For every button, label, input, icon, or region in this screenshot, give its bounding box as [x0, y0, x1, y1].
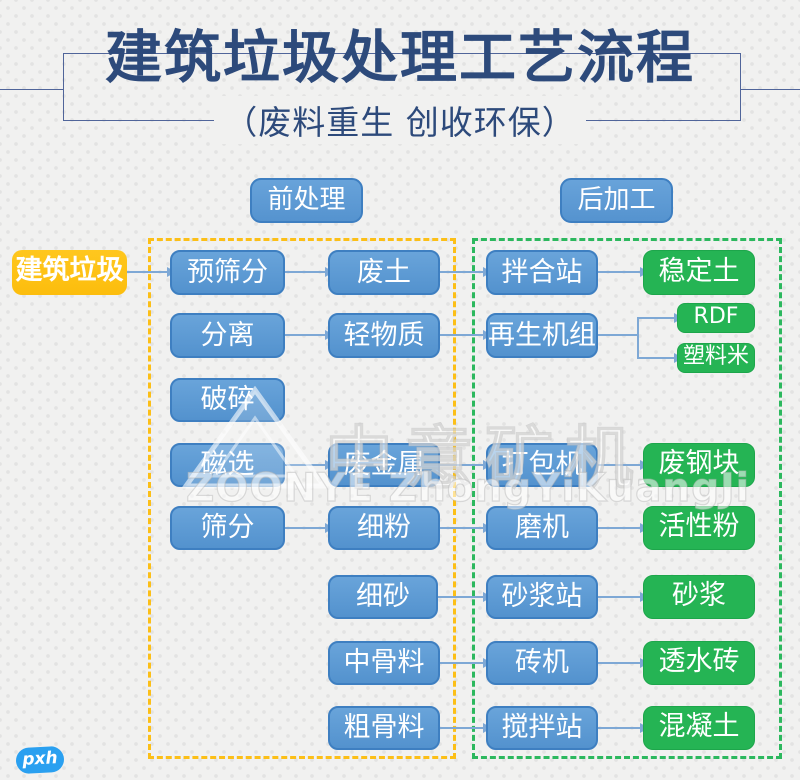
node-rdf: RDF	[677, 303, 755, 333]
node-stabilized-soil: 稳定土	[643, 250, 755, 295]
flow-connector-line	[598, 596, 641, 598]
section-header-pre-processing: 前处理	[250, 178, 363, 223]
node-grinding-mill: 磨机	[486, 506, 598, 550]
node-waste-soil: 废土	[328, 250, 440, 295]
node-brick-machine: 砖机	[486, 641, 598, 685]
flow-connector-line	[285, 527, 326, 529]
node-mortar-station: 砂浆站	[486, 575, 598, 619]
flow-connector-line	[598, 662, 641, 664]
node-mortar: 砂浆	[643, 575, 755, 619]
node-active-powder: 活性粉	[643, 506, 755, 550]
node-baler: 打包机	[486, 443, 598, 487]
flow-connector-line	[440, 527, 484, 529]
flow-connector-line	[127, 271, 168, 273]
flow-connector-line	[637, 317, 675, 319]
author-badge: pxh	[15, 745, 65, 775]
node-scrap-metal: 废金属	[328, 443, 440, 487]
flow-connector-line	[285, 334, 326, 336]
flow-connector-line	[440, 271, 484, 273]
page-subtitle-wrap: （废料重生 创收环保）	[0, 96, 800, 144]
node-light-material: 轻物质	[328, 313, 440, 358]
node-construction-waste: 建筑垃圾	[12, 250, 127, 295]
flow-connector-line	[598, 334, 638, 336]
flow-connector-line	[637, 357, 675, 359]
title-rule-right	[740, 89, 800, 90]
node-scrap-steel-block: 废钢块	[643, 443, 755, 487]
pre-processing-region	[148, 238, 456, 759]
node-fine-powder: 细粉	[328, 506, 440, 550]
flow-connector-line	[598, 727, 641, 729]
node-mixing-plant: 搅拌站	[486, 706, 598, 750]
node-pre-screening: 预筛分	[170, 250, 285, 295]
page-title: 建筑垃圾处理工艺流程	[105, 25, 695, 91]
flow-connector-line	[285, 464, 326, 466]
node-permeable-brick: 透水砖	[643, 641, 755, 685]
page-subtitle: （废料重生 创收环保）	[214, 96, 586, 144]
flow-connector-line	[598, 271, 641, 273]
flow-connector-line	[440, 662, 484, 664]
node-fine-sand: 细砂	[328, 575, 438, 619]
section-header-post-processing: 后加工	[560, 178, 673, 223]
flow-connector-line	[598, 464, 641, 466]
title-rule-left	[0, 89, 63, 90]
flow-connector-line	[440, 334, 484, 336]
node-plastic-pellets: 塑料米	[677, 343, 755, 373]
node-concrete: 混凝土	[643, 706, 755, 750]
flow-connector-line	[285, 271, 326, 273]
flow-connector-line	[440, 464, 484, 466]
node-mixing-station: 拌合站	[486, 250, 598, 295]
node-regeneration-unit: 再生机组	[486, 313, 598, 358]
flow-connector-line	[598, 527, 641, 529]
node-magnetic-separation: 磁选	[170, 443, 285, 487]
node-separation: 分离	[170, 313, 285, 358]
flow-connector-line	[440, 727, 484, 729]
flow-connector-line	[438, 596, 484, 598]
node-coarse-aggregate: 粗骨料	[328, 706, 440, 750]
node-medium-aggregate: 中骨料	[328, 641, 440, 685]
post-processing-region	[472, 238, 782, 759]
node-crushing: 破碎	[170, 378, 285, 422]
flow-connector-line	[637, 318, 639, 358]
node-screening: 筛分	[170, 506, 285, 550]
